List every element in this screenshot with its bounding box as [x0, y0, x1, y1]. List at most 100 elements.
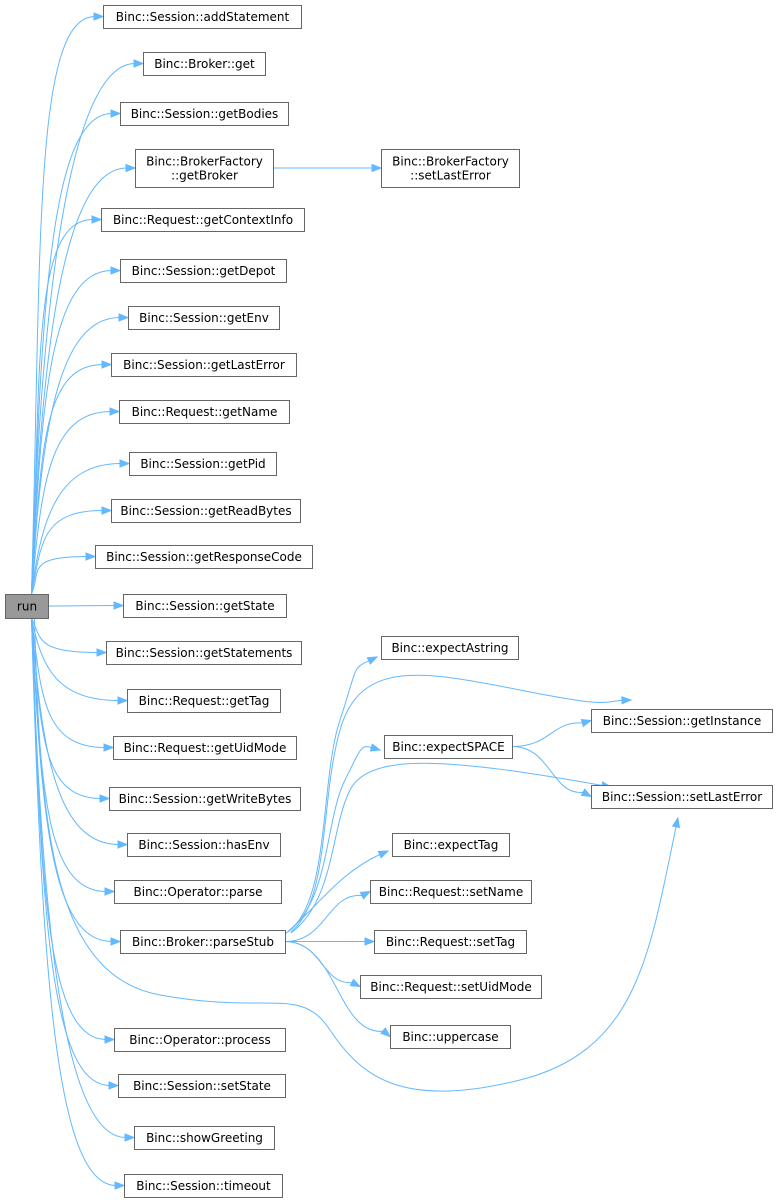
- node-getReadBytes[interactable]: Binc::Session::getReadBytes: [111, 499, 301, 523]
- node-getContextInfo-box: [101, 208, 305, 232]
- node-getResponseCode[interactable]: Binc::Session::getResponseCode: [95, 545, 313, 569]
- edge-parseStub-to-getInstance-arrowhead: [621, 696, 633, 705]
- node-sSetLastError-box: [591, 785, 773, 809]
- edge-run-to-getBodies-arrowhead: [110, 109, 122, 118]
- node-showGreeting-box: [134, 1126, 275, 1150]
- node-getInstance-box: [591, 709, 773, 733]
- edge-run-to-getResponseCode-arrowhead: [85, 552, 97, 561]
- node-getDepot[interactable]: Binc::Session::getDepot: [120, 259, 287, 283]
- node-hasEnv-label: Binc::Session::hasEnv: [138, 838, 269, 852]
- node-getBroker[interactable]: Binc::BrokerFactory::getBroker: [135, 149, 274, 188]
- node-bfSetLastError-label-2: ::setLastError: [410, 169, 491, 183]
- node-getLastError[interactable]: Binc::Session::getLastError: [111, 353, 297, 377]
- edge-parseStub-to-expectAstring-arrowhead: [366, 656, 379, 665]
- node-expectTag[interactable]: Binc::expectTag: [392, 833, 510, 857]
- edge-parseStub-to-getInstance: [290, 674, 632, 933]
- node-setTag[interactable]: Binc::Request::setTag: [374, 930, 527, 954]
- node-getStatements[interactable]: Binc::Session::getStatements: [106, 641, 302, 665]
- edge-expectSPACE-to-getInstance: [511, 722, 584, 747]
- node-bfSetLastError-label-1: Binc::BrokerFactory: [392, 155, 509, 169]
- node-addStatement-label: Binc::Session::addStatement: [116, 10, 290, 24]
- node-getLastError-box: [111, 353, 297, 377]
- edge-expectSPACE-to-sSetLastError: [511, 746, 585, 793]
- node-getBroker-label-2: ::getBroker: [171, 169, 238, 183]
- node-showGreeting-label: Binc::showGreeting: [146, 1131, 263, 1145]
- node-getBodies[interactable]: Binc::Session::getBodies: [120, 102, 289, 126]
- node-setTag-box: [374, 930, 527, 954]
- node-expectSPACE-label: Binc::expectSPACE: [392, 740, 504, 754]
- edge-run-to-getBroker: [31, 167, 128, 595]
- node-getStatements-label: Binc::Session::getStatements: [116, 646, 293, 660]
- node-expectSPACE[interactable]: Binc::expectSPACE: [384, 735, 513, 759]
- node-setState[interactable]: Binc::Session::setState: [118, 1074, 286, 1098]
- node-brokerGet[interactable]: Binc::Broker::get: [143, 52, 266, 76]
- node-run[interactable]: run: [5, 594, 49, 619]
- node-getContextInfo[interactable]: Binc::Request::getContextInfo: [101, 208, 305, 232]
- node-getPid-box: [129, 452, 277, 476]
- node-uppercase[interactable]: Binc::uppercase: [390, 1025, 511, 1049]
- edge-parseStub-to-setName: [284, 895, 364, 942]
- edge-run-to-getName-arrowhead: [109, 407, 121, 416]
- edge-parseStub-to-setTag-arrowhead: [364, 937, 376, 946]
- edge-run-to-opParse-arrowhead: [104, 887, 116, 896]
- edge-run-to-getTag-arrowhead: [117, 696, 129, 705]
- edge-run-to-getName: [31, 411, 112, 595]
- node-getState[interactable]: Binc::Session::getState: [123, 594, 287, 618]
- node-expectAstring[interactable]: Binc::expectAstring: [381, 636, 519, 660]
- node-getName[interactable]: Binc::Request::getName: [119, 400, 290, 424]
- edge-run-to-getLastError-arrowhead: [101, 360, 113, 369]
- node-getResponseCode-label: Binc::Session::getResponseCode: [106, 550, 302, 564]
- node-sSetLastError[interactable]: Binc::Session::setLastError: [591, 785, 773, 809]
- node-getState-box: [123, 594, 287, 618]
- edge-run-to-getContextInfo: [31, 219, 94, 595]
- node-setName[interactable]: Binc::Request::setName: [370, 880, 532, 904]
- node-getPid[interactable]: Binc::Session::getPid: [129, 452, 277, 476]
- edge-run-to-getDepot: [31, 270, 113, 595]
- edge-run-to-getUidMode-arrowhead: [103, 743, 115, 752]
- edge-run-to-brokerGet: [31, 63, 136, 595]
- node-addStatement-box: [103, 5, 302, 29]
- node-getEnv-label: Binc::Session::getEnv: [139, 311, 269, 325]
- edge-run-to-getState-arrowhead: [113, 601, 125, 610]
- node-timeout[interactable]: Binc::Session::timeout: [124, 1174, 283, 1198]
- node-getTag[interactable]: Binc::Request::getTag: [127, 689, 281, 713]
- node-setTag-label: Binc::Request::setTag: [386, 935, 515, 949]
- node-setUidMode-box: [360, 975, 542, 999]
- node-getWriteBytes[interactable]: Binc::Session::getWriteBytes: [109, 787, 301, 811]
- node-opParse[interactable]: Binc::Operator::parse: [114, 880, 282, 904]
- edge-parseStub-to-setUidMode: [284, 941, 354, 983]
- edge-run-to-opProcess-arrowhead: [104, 1035, 116, 1044]
- edge-parseStub-to-uppercase-arrowhead: [380, 1027, 392, 1038]
- node-brokerGet-box: [143, 52, 266, 76]
- edge-run-to-brokerGet-arrowhead: [133, 59, 145, 68]
- node-hasEnv[interactable]: Binc::Session::hasEnv: [127, 833, 281, 857]
- edge-run-to-sSetLastError: [34, 617, 679, 1092]
- node-setUidMode-label: Binc::Request::setUidMode: [370, 980, 531, 994]
- edge-run-to-addStatement-arrowhead: [93, 12, 105, 21]
- node-bfSetLastError[interactable]: Binc::BrokerFactory::setLastError: [381, 149, 520, 188]
- node-setUidMode[interactable]: Binc::Request::setUidMode: [360, 975, 542, 999]
- node-getLastError-label: Binc::Session::getLastError: [123, 358, 285, 372]
- node-getTag-label: Binc::Request::getTag: [139, 694, 270, 708]
- node-getUidMode[interactable]: Binc::Request::getUidMode: [113, 736, 297, 760]
- node-showGreeting[interactable]: Binc::showGreeting: [134, 1126, 275, 1150]
- node-getInstance[interactable]: Binc::Session::getInstance: [591, 709, 773, 733]
- edge-getBroker-to-bfSetLastError-arrowhead: [371, 163, 383, 173]
- edge-run-to-getReadBytes: [31, 510, 104, 595]
- node-parseStub[interactable]: Binc::Broker::parseStub: [120, 930, 286, 954]
- edge-run-to-opProcess: [31, 617, 107, 1040]
- node-opParse-label: Binc::Operator::parse: [134, 885, 263, 899]
- edge-run-to-getTag: [31, 617, 120, 701]
- node-addStatement[interactable]: Binc::Session::addStatement: [103, 5, 302, 29]
- edge-run-to-getPid-arrowhead: [119, 459, 131, 468]
- node-expectAstring-box: [381, 636, 519, 660]
- node-setName-label: Binc::Request::setName: [379, 885, 523, 899]
- node-opProcess[interactable]: Binc::Operator::process: [114, 1028, 286, 1052]
- edge-run-to-parseStub-arrowhead: [110, 937, 122, 946]
- node-uppercase-label: Binc::uppercase: [402, 1030, 498, 1044]
- node-expectTag-label: Binc::expectTag: [404, 838, 499, 852]
- node-setState-label: Binc::Session::setState: [133, 1079, 271, 1093]
- node-getEnv[interactable]: Binc::Session::getEnv: [128, 306, 280, 330]
- edge-run-to-hasEnv-arrowhead: [117, 840, 129, 849]
